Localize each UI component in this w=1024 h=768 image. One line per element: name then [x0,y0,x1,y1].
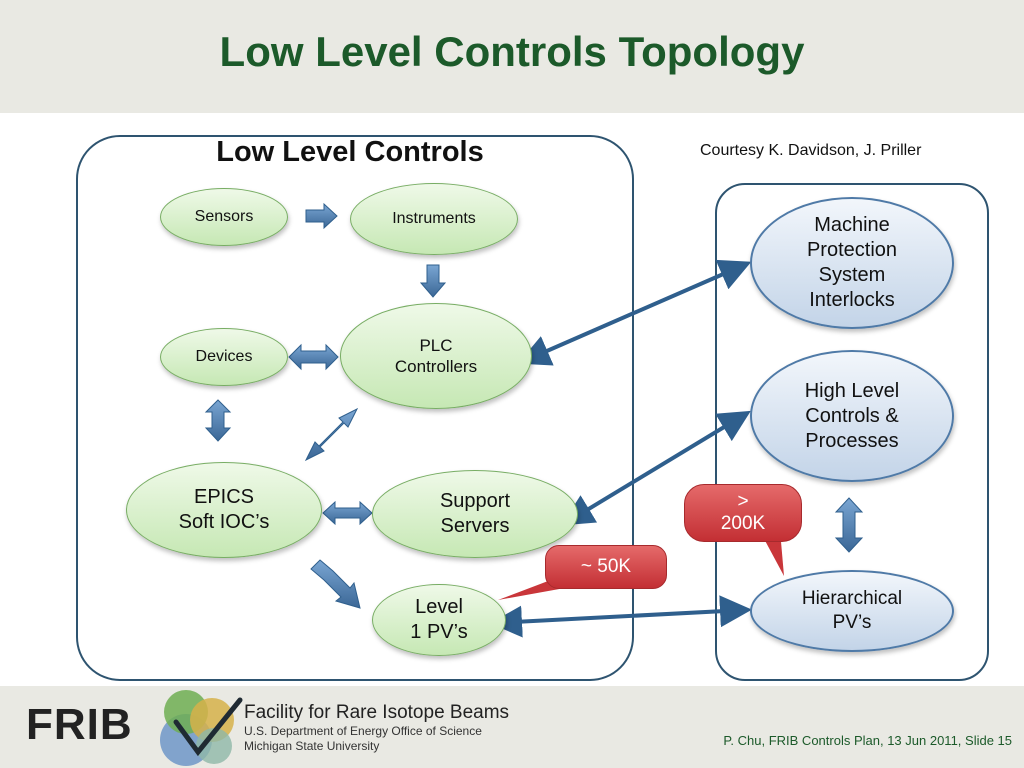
plc-label-line1: PLC [419,335,453,355]
epics-label-line2: Soft IOC’s [178,511,270,533]
callout-50k: ~ 50K [545,545,667,589]
hierarchical-pvs-node: Hierarchical PV’s [750,570,954,652]
arrow-epics-to-level1 [310,559,361,609]
arrow-epics-plc [304,407,359,462]
epics-soft-ioc-node: EPICS Soft IOC’s [126,462,322,558]
level1-pvs-node: Level 1 PV’s [372,584,506,656]
sensors-node: Sensors [160,188,288,246]
arrow-devices-epics [204,399,232,442]
level1-label-line2: 1 PV’s [410,621,468,643]
level1-label-line1: Level [415,596,463,618]
high-level-controls-node: High Level Controls & Processes [750,350,954,482]
arrow-sensors-to-instruments [305,202,338,230]
org-line-msu: Michigan State University [244,739,380,753]
callout-200k: > 200K [684,484,802,542]
instruments-label: Instruments [392,210,476,227]
epics-label-line1: EPICS [193,486,255,508]
link-support-hlc [561,410,751,526]
callout-200k-line1: > [737,491,749,513]
slide-info: P. Chu, FRIB Controls Plan, 13 Jun 2011,… [723,733,1012,748]
plc-controllers-node: PLC Controllers [340,303,532,409]
mps-label-line4: Interlocks [809,289,895,311]
emblem-circle-teal [196,728,232,764]
arrow-hlc-hierarchical [834,497,864,553]
mps-label-line3: System [818,264,886,286]
machine-protection-node: Machine Protection System Interlocks [750,197,954,329]
hier-label-line2: PV’s [832,612,872,633]
plc-label-line2: Controllers [394,357,478,376]
hlc-label-line1: High Level [804,379,900,402]
devices-node: Devices [160,328,288,386]
support-servers-node: Support Servers [372,470,578,558]
support-label-line1: Support [439,490,511,512]
org-name: Facility for Rare Isotope Beams [244,702,510,723]
support-label-line2: Servers [440,515,510,537]
org-line-doe: U.S. Department of Energy Office of Scie… [244,724,482,738]
frib-logo-text: FRIB [26,700,133,749]
arrow-instruments-to-plc [419,264,447,298]
link-plc-mps [518,259,752,366]
header-band [0,0,1024,113]
slide-title: Low Level Controls Topology [219,28,805,75]
hlc-label-line3: Processes [805,429,899,452]
hier-label-line1: Hierarchical [801,588,903,610]
hlc-label-line2: Controls & [805,404,899,427]
check-mark-icon [173,697,243,757]
courtesy-note: Courtesy K. Davidson, J. Priller [700,142,922,159]
mps-label-line1: Machine [814,214,890,236]
callout-200k-line2: 200K [720,513,766,534]
link-level1-hierarchical [490,595,752,638]
devices-label: Devices [195,348,253,365]
instruments-node: Instruments [350,183,518,255]
mps-label-line2: Protection [806,239,898,261]
arrow-devices-plc [288,343,339,371]
sensors-label: Sensors [194,208,254,225]
group-label: Low Level Controls [216,136,484,168]
callout-50k-label: ~ 50K [580,556,632,578]
